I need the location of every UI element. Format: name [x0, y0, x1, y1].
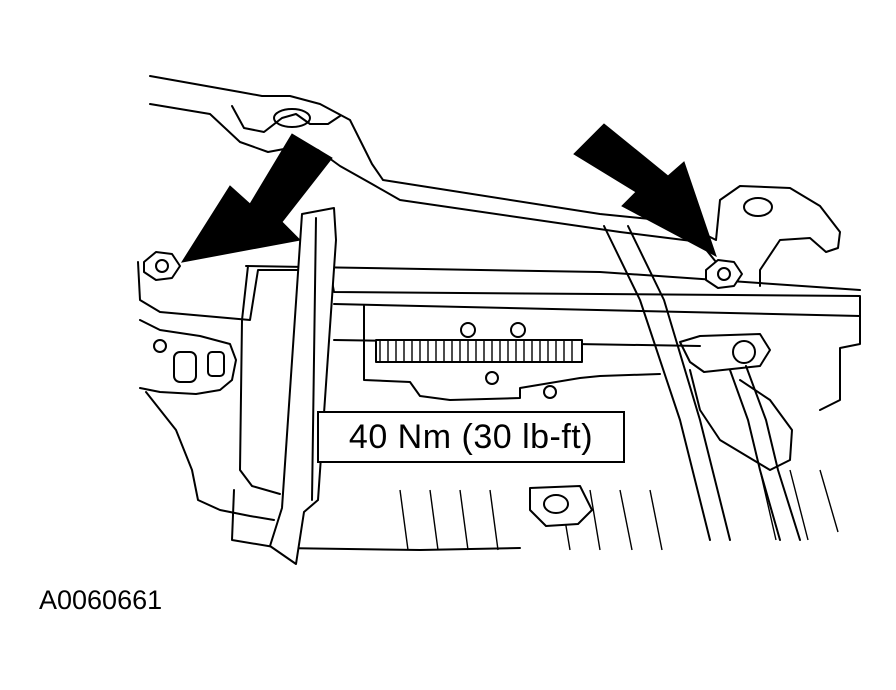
- housing-top-edge: [245, 265, 861, 291]
- rack-frame: [363, 305, 661, 401]
- torque-spec-label: 40 Nm (30 lb-ft): [317, 411, 625, 463]
- linkage-pivot: [732, 340, 756, 364]
- right-fastener-arrow: [573, 123, 717, 258]
- plate-step: [239, 265, 281, 495]
- torque-spec-text: 40 Nm (30 lb-ft): [348, 417, 594, 456]
- motor-body: [689, 369, 793, 471]
- left-fastener-arrow: [180, 133, 333, 263]
- vertical-plate: [269, 207, 337, 565]
- left-lower-body: [145, 391, 275, 521]
- linkage-rod: [729, 369, 781, 541]
- upper-bracket: [149, 75, 841, 287]
- left-housing: [139, 319, 237, 395]
- bracket-hole-right: [743, 197, 773, 217]
- lower-boss: [529, 485, 593, 527]
- linkage-rod-2: [745, 365, 801, 541]
- bracket-hole-left: [273, 108, 311, 128]
- left-nut: [143, 251, 181, 281]
- linkage-arm: [679, 333, 771, 373]
- housing-inner-rail: [333, 303, 861, 317]
- left-clip: [173, 351, 197, 383]
- gear-rack: [375, 339, 583, 363]
- lower-boss-hole: [543, 494, 569, 514]
- vertical-plate-edge: [311, 217, 317, 501]
- actuator-rod-2: [627, 225, 731, 541]
- rack-pin-4: [543, 385, 557, 399]
- left-tab: [207, 351, 225, 377]
- bracket-ear: [231, 105, 341, 133]
- figure-id: A0060661: [39, 585, 163, 615]
- actuator-rod: [603, 225, 711, 541]
- left-screw: [153, 339, 167, 353]
- rack-pin-2: [510, 322, 526, 338]
- right-nut: [705, 259, 743, 289]
- rack-pin-3: [485, 371, 499, 385]
- gear-teeth: [379, 340, 573, 362]
- rack-pin-1: [460, 322, 476, 338]
